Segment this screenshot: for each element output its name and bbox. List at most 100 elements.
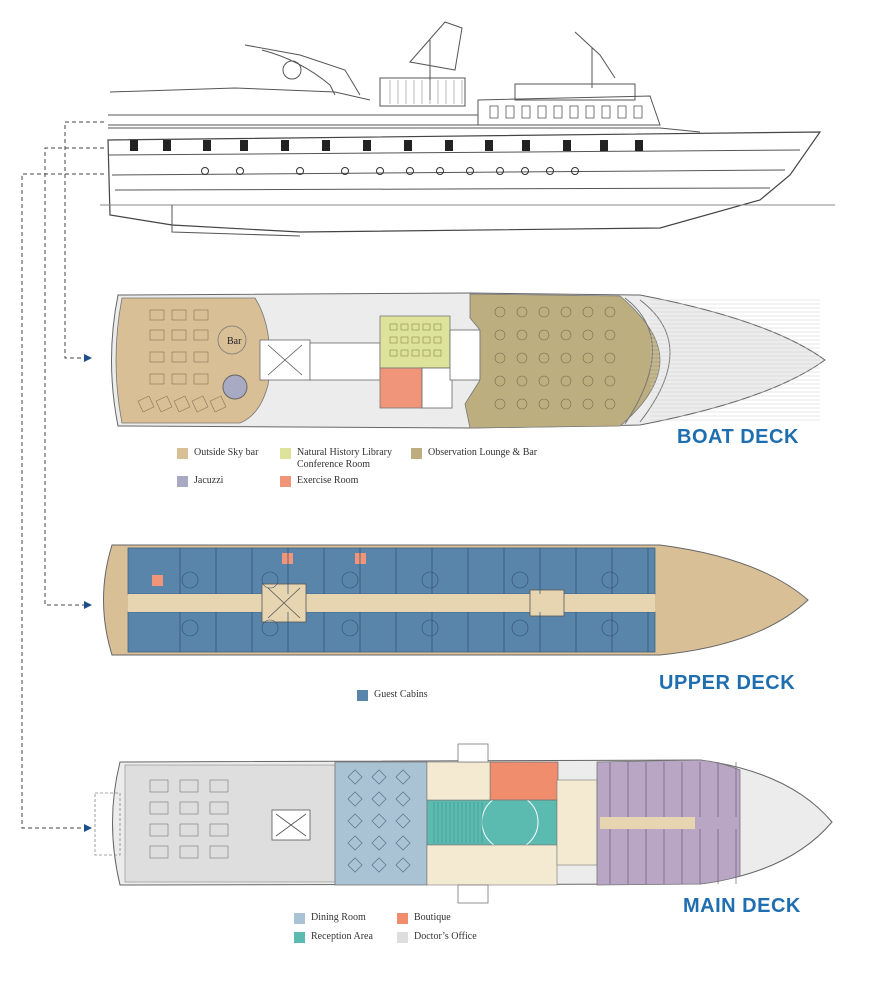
- crew-furniture: [209, 779, 229, 793]
- lounge-table: [494, 398, 506, 410]
- porthole-window: [404, 140, 412, 151]
- dining-table: [371, 769, 387, 785]
- library-desk: [389, 349, 398, 357]
- main-deck-furniture: [149, 762, 737, 884]
- lounge-table: [604, 306, 616, 318]
- dining-table: [371, 813, 387, 829]
- library-desk: [422, 349, 431, 357]
- legend-item-observation-lounge: Observation Lounge & Bar: [411, 447, 537, 459]
- lounge-table: [560, 375, 572, 387]
- porthole-window: [240, 140, 248, 151]
- dining-table: [371, 857, 387, 873]
- lounge-table: [494, 306, 506, 318]
- table: [149, 373, 165, 385]
- table: [193, 309, 209, 321]
- legend-item-guest-cabins: Guest Cabins: [357, 689, 428, 701]
- lounge-table: [516, 352, 528, 364]
- upper-deck-title: UPPER DECK: [659, 672, 796, 694]
- legend-item-exercise-room: Exercise Room: [280, 475, 358, 487]
- dining-table: [371, 835, 387, 851]
- porthole: [406, 167, 414, 175]
- porthole: [341, 167, 349, 175]
- crew-furniture: [209, 801, 229, 815]
- library-desk: [389, 336, 398, 344]
- porthole: [376, 167, 384, 175]
- porthole-window: [163, 140, 171, 151]
- lounge-table: [538, 398, 550, 410]
- dining-table: [395, 857, 411, 873]
- porthole: [436, 167, 444, 175]
- lounge-table: [560, 398, 572, 410]
- dining-table: [347, 835, 363, 851]
- lounge-table: [538, 306, 550, 318]
- porthole-window: [600, 140, 608, 151]
- boat-deck-title: BOAT DECK: [677, 426, 799, 448]
- boutique-area: [489, 761, 559, 801]
- cabin-fixture: [421, 619, 439, 637]
- legend-swatch: [411, 448, 422, 459]
- legend-swatch: [357, 690, 368, 701]
- library-desk: [411, 336, 420, 344]
- porthole: [571, 167, 579, 175]
- dining-table: [395, 835, 411, 851]
- porthole: [546, 167, 554, 175]
- porthole-window: [563, 140, 571, 151]
- exercise-room-area: [379, 367, 423, 409]
- upper-deck-plan: [103, 544, 809, 656]
- lounge-table: [516, 398, 528, 410]
- porthole: [201, 167, 209, 175]
- lounge-table: [604, 398, 616, 410]
- lounge-table: [582, 329, 594, 341]
- dining-table: [395, 813, 411, 829]
- dining-table: [347, 791, 363, 807]
- main-deck-connector: [21, 173, 104, 832]
- hull: [107, 131, 822, 233]
- upper-window: [633, 105, 643, 119]
- jacuzzi: [222, 374, 248, 400]
- table: [149, 329, 165, 341]
- bar-label: Bar: [227, 336, 242, 347]
- library-desk: [422, 323, 431, 331]
- upper-window: [569, 105, 579, 119]
- porthole: [466, 167, 474, 175]
- porthole-window: [635, 140, 643, 151]
- upper-deck-connector: [44, 147, 104, 609]
- boat-deck-plan: [111, 292, 826, 429]
- cabin-fixture: [511, 571, 529, 589]
- porthole: [236, 167, 244, 175]
- lounge-table: [494, 375, 506, 387]
- cabin-fixture: [601, 571, 619, 589]
- cabin-fixture: [341, 571, 359, 589]
- cabin-fixture: [341, 619, 359, 637]
- table: [171, 329, 187, 341]
- mast-rigging: [244, 44, 361, 96]
- table: [171, 373, 187, 385]
- lounge-table: [494, 352, 506, 364]
- cabin-fixture: [181, 619, 199, 637]
- table: [149, 351, 165, 363]
- lounge-table: [516, 329, 528, 341]
- lounge-table: [560, 329, 572, 341]
- library-desk: [400, 323, 409, 331]
- legend-swatch: [294, 913, 305, 924]
- deck-connectors: [21, 121, 104, 832]
- crew-furniture: [179, 845, 199, 859]
- lounger: [209, 395, 227, 413]
- cabin-fixture: [511, 619, 529, 637]
- porthole-window: [445, 140, 453, 151]
- library-area: [379, 315, 451, 369]
- upper-window: [537, 105, 547, 119]
- cabin-fixture: [181, 571, 199, 589]
- upper-cabin-dividers: [179, 548, 649, 652]
- dining-table: [347, 857, 363, 873]
- boat-deck-furniture: [137, 306, 616, 413]
- cabin-fixture: [261, 619, 279, 637]
- dining-room-area: [334, 761, 428, 886]
- lounge-table: [604, 375, 616, 387]
- observation-lounge-area: [464, 293, 661, 429]
- main-deck-plan: [94, 743, 833, 904]
- library-desk: [411, 323, 420, 331]
- cabin-fixture: [261, 571, 279, 589]
